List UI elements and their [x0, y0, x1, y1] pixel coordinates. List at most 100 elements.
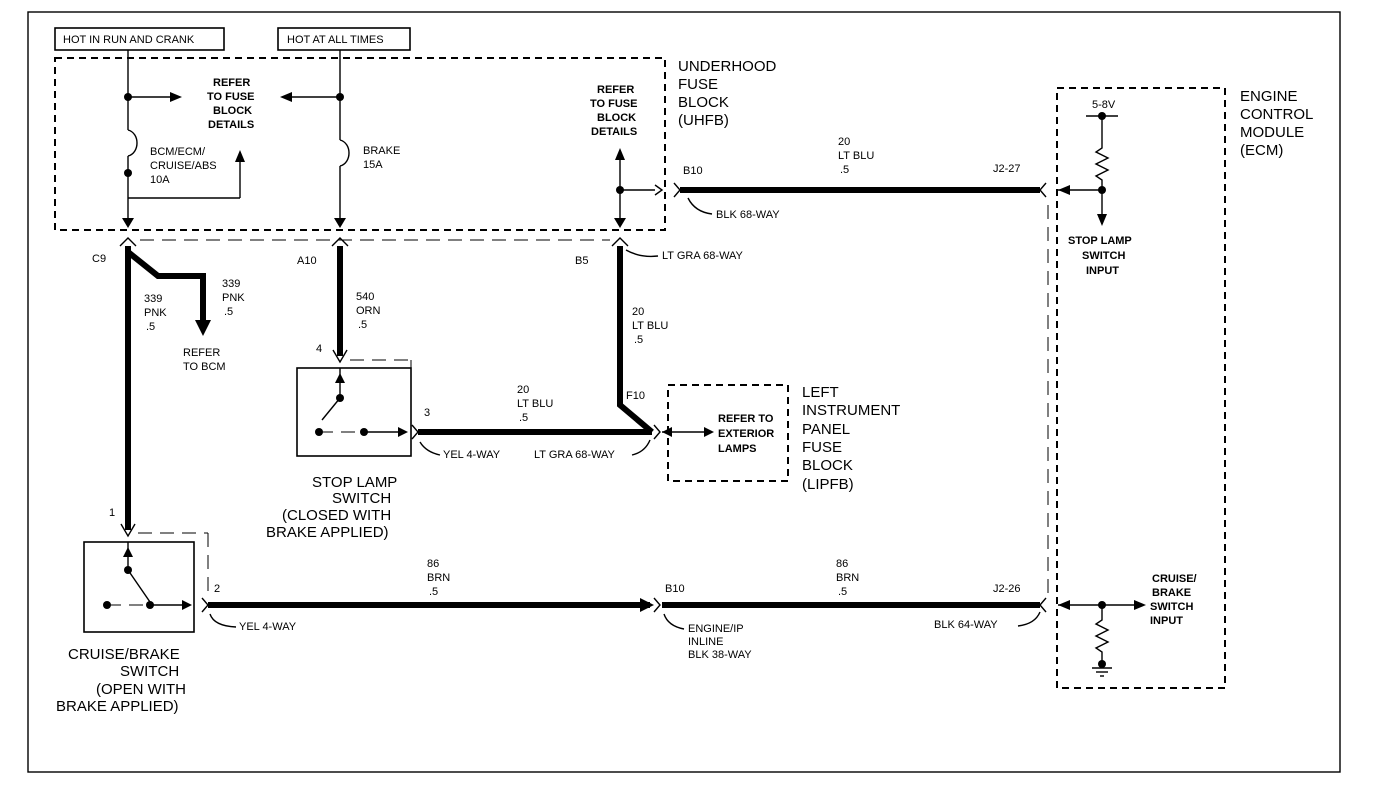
stop-switch-pin4: 4: [316, 343, 322, 355]
connector-a10: A10: [297, 255, 317, 267]
resistor-pulldown-icon: [1094, 605, 1110, 664]
svg-text:LEFT: LEFT: [802, 384, 839, 401]
svg-text:ENGINE/IP: ENGINE/IP: [688, 623, 744, 635]
wire-20-lt-blu-b5: [617, 246, 654, 435]
svg-text:DETAILS: DETAILS: [208, 119, 254, 131]
wire-540-label: 540 ORN .5: [356, 291, 381, 331]
cruise-brake-switch-title: CRUISE/BRAKE SWITCH (OPEN WITH BRAKE APP…: [56, 646, 186, 715]
svg-text:MODULE: MODULE: [1240, 124, 1304, 141]
diagram-frame: [27, 11, 1341, 773]
ecm-title: ENGINE CONTROL MODULE (ECM): [1240, 88, 1313, 159]
svg-text:LAMPS: LAMPS: [718, 443, 757, 455]
svg-text:20: 20: [632, 306, 644, 318]
svg-text:BLK 38-WAY: BLK 38-WAY: [688, 649, 752, 661]
wire-20-label-sw: 20 LT BLU .5: [517, 384, 553, 424]
svg-text:(LIPFB): (LIPFB): [802, 476, 854, 493]
svg-text:REFER: REFER: [597, 84, 634, 96]
refer-fuse-right: REFER TO FUSE BLOCK DETAILS: [590, 84, 637, 138]
arrow-left-icon: [280, 92, 292, 102]
connector-f10: F10: [626, 390, 645, 402]
connector-b5-type: LT GRA 68-WAY: [662, 250, 744, 262]
lipfb-connector: LT GRA 68-WAY: [534, 449, 616, 461]
svg-text:.5: .5: [634, 334, 643, 346]
svg-text:(OPEN WITH: (OPEN WITH: [96, 681, 186, 698]
svg-text:EXTERIOR: EXTERIOR: [718, 428, 774, 440]
connector-b10: B10: [683, 165, 703, 177]
fuse-bcm-label: BCM/ECM/ CRUISE/ABS 10A: [150, 146, 217, 186]
svg-text:TO BCM: TO BCM: [183, 361, 226, 373]
svg-text:540: 540: [356, 291, 374, 303]
svg-text:CONTROL: CONTROL: [1240, 106, 1313, 123]
svg-text:BLOCK: BLOCK: [597, 112, 636, 124]
svg-text:BCM/ECM/: BCM/ECM/: [150, 146, 206, 158]
lipfb-title: LEFT INSTRUMENT PANEL FUSE BLOCK (LIPFB): [802, 384, 900, 493]
svg-text:TO FUSE: TO FUSE: [590, 98, 637, 110]
svg-text:TO FUSE: TO FUSE: [207, 91, 254, 103]
wire-20-label-top: 20 LT BLU .5: [838, 136, 874, 176]
underhood-fuse-block: [54, 57, 666, 231]
connector-c9: C9: [92, 253, 106, 265]
wire-339-pnk-bcm: [126, 249, 206, 320]
svg-text:PNK: PNK: [144, 307, 167, 319]
stop-lamp-switch-title: STOP LAMP SWITCH (CLOSED WITH BRAKE APPL…: [266, 474, 397, 541]
stop-lamp-switch: [296, 367, 412, 457]
svg-text:LT BLU: LT BLU: [632, 320, 668, 332]
svg-text:HOT AT ALL TIMES: HOT AT ALL TIMES: [287, 34, 384, 46]
svg-text:SWITCH: SWITCH: [1082, 250, 1125, 262]
svg-text:LT BLU: LT BLU: [517, 398, 553, 410]
refer-exterior-lamps: REFER TO EXTERIOR LAMPS: [718, 413, 774, 455]
arrow-right-icon: [170, 92, 182, 102]
svg-text:20: 20: [517, 384, 529, 396]
svg-text:(UHFB): (UHFB): [678, 112, 729, 129]
svg-text:339: 339: [144, 293, 162, 305]
uhfb-title: UNDERHOOD FUSE BLOCK (UHFB): [678, 58, 777, 129]
svg-text:(CLOSED WITH: (CLOSED WITH: [282, 507, 391, 524]
svg-text:REFER: REFER: [213, 77, 250, 89]
svg-text:15A: 15A: [363, 159, 383, 171]
wire-20-label-mid: 20 LT BLU .5: [632, 306, 668, 346]
hot-run-crank-label: HOT IN RUN AND CRANK: [54, 27, 225, 51]
refer-fuse-left: REFER TO FUSE BLOCK DETAILS: [207, 77, 254, 131]
svg-text:BRN: BRN: [836, 572, 859, 584]
wire-86-label-left: 86 BRN .5: [427, 558, 450, 598]
fuse-bcm-icon: [127, 129, 138, 157]
wire-86-label-right: 86 BRN .5: [836, 558, 859, 598]
cruise-switch-connector: YEL 4-WAY: [239, 621, 297, 633]
refer-to-bcm: REFER TO BCM: [183, 347, 226, 373]
fuse-brake-icon: [339, 139, 350, 167]
arrow-down-icon: [195, 320, 211, 336]
inline-label: ENGINE/IP INLINE BLK 38-WAY: [688, 623, 752, 661]
svg-text:.5: .5: [358, 319, 367, 331]
svg-text:FUSE: FUSE: [802, 439, 842, 456]
svg-text:DETAILS: DETAILS: [591, 126, 637, 138]
svg-text:10A: 10A: [150, 174, 170, 186]
svg-text:LT BLU: LT BLU: [838, 150, 874, 162]
fuse-brake-label: BRAKE 15A: [363, 145, 400, 171]
stop-lamp-switch-input: STOP LAMP SWITCH INPUT: [1068, 235, 1132, 277]
svg-text:ORN: ORN: [356, 305, 381, 317]
svg-text:BLOCK: BLOCK: [678, 94, 729, 111]
cruise-brake-switch-input: CRUISE/ BRAKE SWITCH INPUT: [1150, 573, 1197, 627]
hot-all-times-label: HOT AT ALL TIMES: [277, 27, 411, 51]
svg-text:BRAKE APPLIED): BRAKE APPLIED): [266, 524, 389, 541]
svg-text:HOT IN RUN AND CRANK: HOT IN RUN AND CRANK: [63, 34, 195, 46]
connector-j2-26: J2-26: [993, 583, 1021, 595]
stop-switch-connector: YEL 4-WAY: [443, 449, 501, 461]
stop-switch-pin3: 3: [424, 407, 430, 419]
connector-b10-type: BLK 68-WAY: [716, 209, 780, 221]
svg-text:INSTRUMENT: INSTRUMENT: [802, 402, 900, 419]
svg-text:CRUISE/: CRUISE/: [1152, 573, 1197, 585]
svg-text:.5: .5: [840, 164, 849, 176]
svg-text:.5: .5: [838, 586, 847, 598]
svg-text:BRAKE: BRAKE: [363, 145, 400, 157]
svg-text:UNDERHOOD: UNDERHOOD: [678, 58, 777, 75]
svg-text:REFER TO: REFER TO: [718, 413, 774, 425]
svg-text:SWITCH: SWITCH: [1150, 601, 1193, 613]
svg-text:FUSE: FUSE: [678, 76, 718, 93]
svg-text:INPUT: INPUT: [1086, 265, 1119, 277]
engine-control-module: [1056, 87, 1226, 689]
svg-text:86: 86: [836, 558, 848, 570]
svg-text:BRAKE APPLIED): BRAKE APPLIED): [56, 698, 179, 715]
svg-text:STOP LAMP: STOP LAMP: [312, 474, 397, 491]
svg-text:INLINE: INLINE: [688, 636, 723, 648]
